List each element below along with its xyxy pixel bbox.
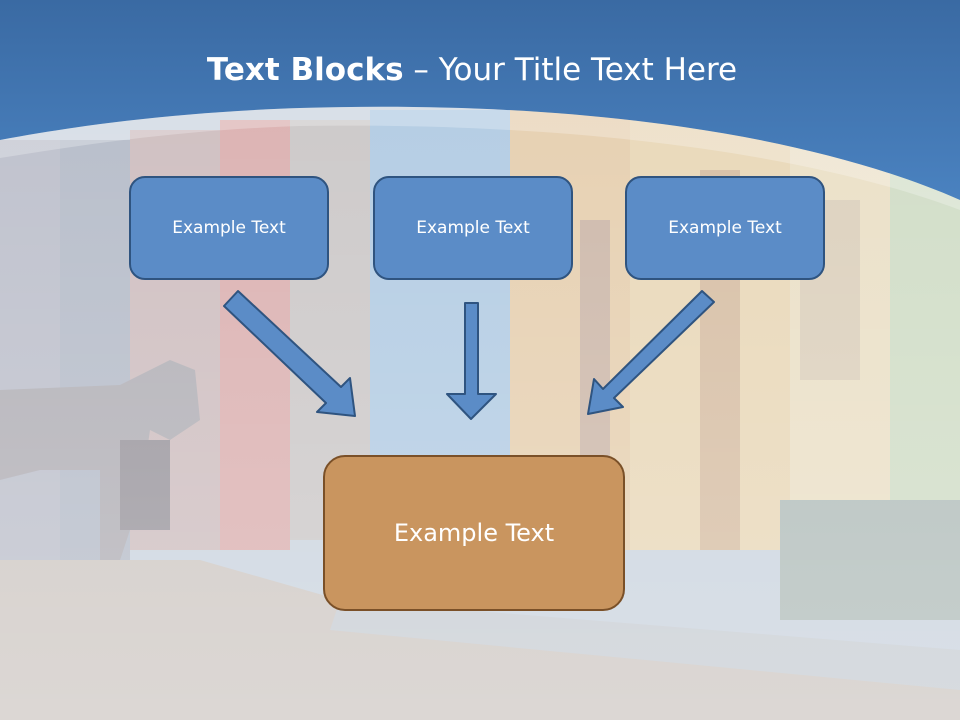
target-block[interactable]: Example Text (323, 455, 625, 611)
text-block-3[interactable]: Example Text (625, 176, 825, 280)
text-block-3-label: Example Text (668, 218, 782, 238)
text-block-2[interactable]: Example Text (373, 176, 573, 280)
header-swoosh (0, 106, 960, 210)
target-block-label: Example Text (393, 519, 555, 547)
title-rest: Your Title Text Here (438, 52, 738, 88)
header-band (0, 0, 960, 200)
slide-title: Text Blocks – Your Title Text Here (0, 52, 944, 88)
title-bold: Text Blocks (206, 52, 404, 88)
text-block-1-label: Example Text (172, 218, 286, 238)
text-block-1[interactable]: Example Text (129, 176, 329, 280)
title-dash: – (403, 52, 439, 88)
text-block-2-label: Example Text (416, 218, 530, 238)
